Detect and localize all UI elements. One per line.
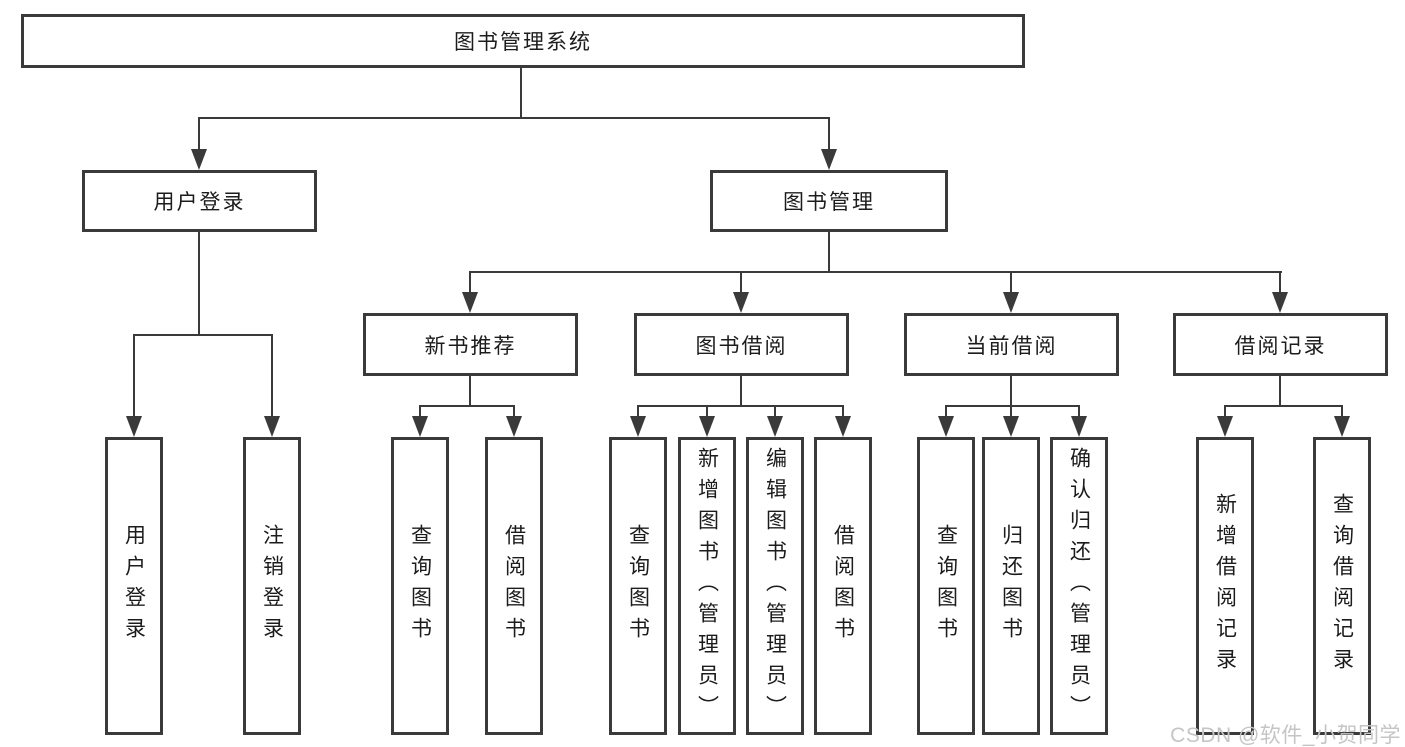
leaf-add-book-admin-label: 新增图书（管理员） [695, 446, 719, 726]
connector-borrow-trunk [740, 376, 742, 407]
connector-book-mgmt-hbar [469, 271, 1282, 273]
node-book-management: 图书管理 [710, 170, 948, 232]
connector-borrow-hbar [637, 405, 844, 407]
connector-root-drop-left [198, 117, 200, 153]
connector-user-login-trunk [198, 232, 200, 336]
connector-borrow-drop-2 [706, 405, 708, 419]
node-book-borrow-label: 图书借阅 [695, 334, 788, 358]
connector-borrow-drop-3 [774, 405, 776, 419]
leaf-query-books-borrow-label: 查询图书 [626, 524, 650, 648]
connector-recommend-drop-2 [513, 405, 515, 419]
leaf-query-borrow-record: 查询借阅记录 [1313, 437, 1371, 735]
leaf-query-books-recommend: 查询图书 [391, 437, 449, 735]
leaf-user-login-label: 用户登录 [122, 524, 146, 648]
node-book-borrow: 图书借阅 [634, 313, 849, 376]
connector-current-drop-1 [945, 405, 947, 419]
leaf-logout: 注销登录 [243, 437, 301, 735]
connector-root-drop-right [828, 117, 830, 153]
connector-current-hbar [945, 405, 1080, 407]
node-new-book-recommend-label: 新书推荐 [424, 334, 517, 358]
connector-book-mgmt-drop-1 [469, 271, 471, 296]
node-book-management-label: 图书管理 [783, 191, 875, 214]
arrowhead-down-icon [1003, 416, 1019, 437]
connector-recommend-trunk [469, 376, 471, 407]
node-current-borrow: 当前借阅 [904, 313, 1119, 376]
node-root: 图书管理系统 [21, 14, 1025, 68]
leaf-borrow-books-recommend: 借阅图书 [485, 437, 543, 735]
arrowhead-down-icon [126, 416, 142, 437]
node-current-borrow-label: 当前借阅 [965, 334, 1058, 358]
connector-root-trunk [520, 68, 522, 119]
connector-records-hbar [1224, 405, 1343, 407]
connector-book-mgmt-trunk [828, 232, 830, 272]
leaf-borrow-books-borrow-label: 借阅图书 [831, 524, 855, 648]
leaf-add-borrow-record-label: 新增借阅记录 [1213, 493, 1237, 679]
node-borrow-records-label: 借阅记录 [1234, 334, 1327, 358]
leaf-confirm-return-admin-label: 确认归还（管理员） [1067, 446, 1091, 726]
leaf-logout-label: 注销登录 [260, 524, 284, 648]
connector-book-mgmt-drop-2 [740, 271, 742, 296]
connector-user-login-drop-2 [271, 334, 273, 420]
arrowhead-down-icon [1003, 292, 1019, 313]
node-user-login-label: 用户登录 [153, 191, 246, 214]
arrowhead-down-icon [1334, 416, 1350, 437]
connector-user-login-drop-1 [133, 334, 135, 420]
connector-borrow-drop-1 [637, 405, 639, 419]
arrowhead-down-icon [506, 416, 522, 437]
leaf-query-books-recommend-label: 查询图书 [408, 524, 432, 648]
connector-current-drop-3 [1078, 405, 1080, 419]
arrowhead-down-icon [630, 416, 646, 437]
leaf-add-borrow-record: 新增借阅记录 [1196, 437, 1254, 735]
leaf-edit-book-admin: 编辑图书（管理员） [746, 437, 804, 735]
csdn-watermark: CSDN @软件_小贺同学 [1170, 724, 1401, 747]
connector-borrow-drop-4 [842, 405, 844, 419]
arrowhead-down-icon [767, 416, 783, 437]
connector-recommend-drop-1 [419, 405, 421, 419]
arrowhead-down-icon [1272, 292, 1288, 313]
arrowhead-down-icon [462, 292, 478, 313]
arrowhead-down-icon [699, 416, 715, 437]
connector-book-mgmt-drop-4 [1279, 271, 1281, 296]
arrowhead-down-icon [1217, 416, 1233, 437]
connector-recommend-hbar [419, 405, 515, 407]
arrowhead-down-icon [264, 416, 280, 437]
leaf-borrow-books-recommend-label: 借阅图书 [502, 524, 526, 648]
leaf-query-borrow-record-label: 查询借阅记录 [1330, 493, 1354, 679]
arrowhead-down-icon [938, 416, 954, 437]
node-borrow-records: 借阅记录 [1173, 313, 1388, 376]
connector-records-trunk [1279, 376, 1281, 407]
node-new-book-recommend: 新书推荐 [363, 313, 578, 376]
node-root-label: 图书管理系统 [454, 31, 592, 54]
connector-records-drop-1 [1224, 405, 1226, 419]
leaf-return-book-label: 归还图书 [999, 524, 1023, 648]
leaf-user-login: 用户登录 [105, 437, 163, 735]
leaf-add-book-admin: 新增图书（管理员） [678, 437, 736, 735]
leaf-edit-book-admin-label: 编辑图书（管理员） [763, 446, 787, 726]
arrowhead-down-icon [412, 416, 428, 437]
leaf-query-books-current: 查询图书 [917, 437, 975, 735]
leaf-return-book: 归还图书 [982, 437, 1040, 735]
connector-user-login-hbar [133, 334, 273, 336]
connector-records-drop-2 [1341, 405, 1343, 419]
leaf-query-books-current-label: 查询图书 [934, 524, 958, 648]
node-user-login: 用户登录 [82, 170, 317, 232]
arrowhead-down-icon [1071, 416, 1087, 437]
connector-root-hbar [198, 117, 830, 119]
leaf-confirm-return-admin: 确认归还（管理员） [1050, 437, 1108, 735]
connector-current-drop-2 [1010, 405, 1012, 419]
leaf-query-books-borrow: 查询图书 [609, 437, 667, 735]
arrowhead-down-icon [733, 292, 749, 313]
connector-current-trunk [1010, 376, 1012, 407]
arrowhead-down-icon [821, 149, 837, 170]
arrowhead-down-icon [191, 149, 207, 170]
leaf-borrow-books-borrow: 借阅图书 [814, 437, 872, 735]
arrowhead-down-icon [835, 416, 851, 437]
connector-book-mgmt-drop-3 [1010, 271, 1012, 296]
